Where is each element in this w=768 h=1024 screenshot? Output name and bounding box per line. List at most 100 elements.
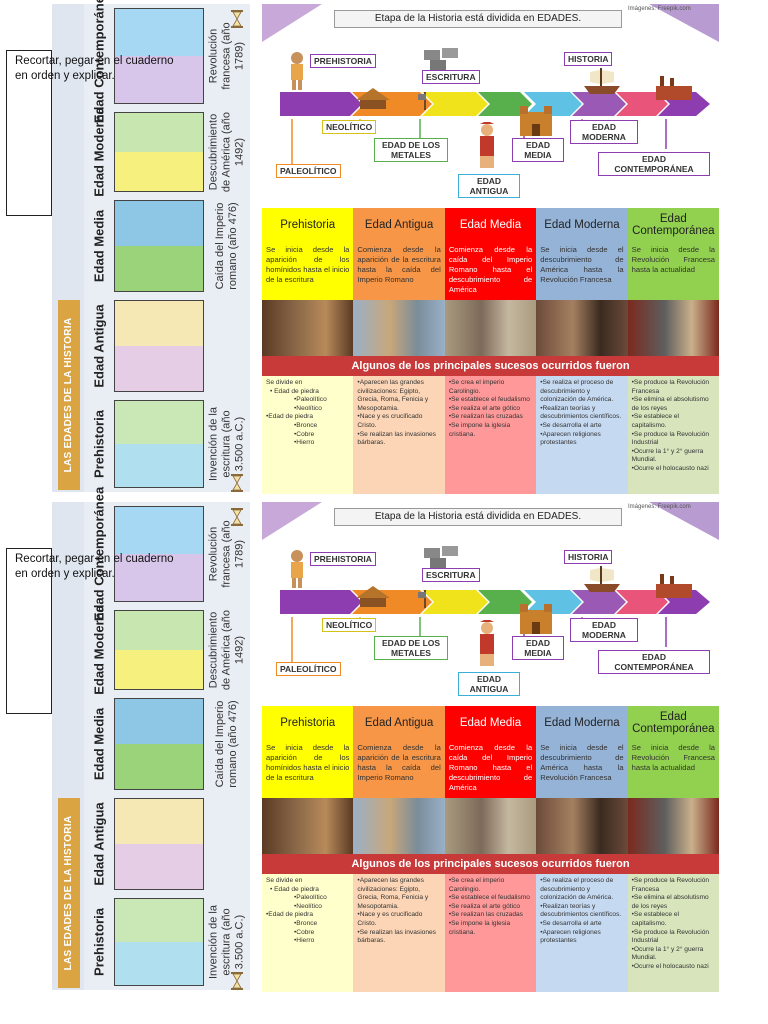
- column-header: Edad Contemporánea: [627, 706, 720, 740]
- strip-era-name: Prehistoria: [84, 894, 114, 990]
- column-facts: •Aparecen las grandes civilizaciones: Eg…: [353, 874, 445, 992]
- label-neolitico: NEOLÍTICO: [322, 618, 377, 632]
- note-box: [6, 548, 52, 714]
- panel-title: Etapa de la Historia está dividida en ED…: [334, 10, 622, 28]
- fact-item: •Se realizan las cruzadas: [448, 413, 523, 421]
- column-photo: [262, 300, 354, 356]
- castle-icon: [520, 604, 552, 634]
- column-facts: •Se produce la Revolución Francesa•Se el…: [627, 376, 720, 494]
- label-prehistoria: PREHISTORIA: [310, 54, 376, 68]
- column-header: Edad Media: [444, 706, 537, 740]
- strip-scene-illustration: [114, 506, 204, 602]
- fact-item: •Nace y es crucificado Cristo.: [357, 911, 423, 927]
- column-header: Edad Moderna: [536, 706, 628, 740]
- strip-event: Descubrimiento de América (año 1492): [204, 108, 250, 196]
- column-facts: •Se crea el imperio Carolingio.•Se estab…: [444, 874, 537, 992]
- strip-era-name: Prehistoria: [84, 396, 114, 492]
- strip-era-name: Edad Antigua: [84, 794, 114, 894]
- column-description: Se inicia desde el descubrimiento de Amé…: [536, 242, 628, 300]
- column-facts: •Se produce la Revolución Francesa•Se el…: [627, 874, 720, 992]
- fact-item: •Ocurre el holocausto nazi: [631, 962, 709, 970]
- strip-scene-illustration: [114, 400, 204, 488]
- strip-event-label: Invención de la escritura (año 3.500 a.C…: [207, 905, 246, 979]
- fact-item: •Se realizan las invasiones bárbaras.: [357, 928, 436, 945]
- fact-item: •Se crea el imperio Carolingio.: [448, 379, 505, 395]
- series-label: LAS EDADES DE LA HISTORIA: [58, 798, 80, 988]
- fact-item: •Aparecen religiones protestantes: [540, 928, 601, 945]
- column-facts: Se divide en• Edad de piedra•Paleolítico…: [262, 874, 354, 992]
- fact-item: •Aparecen religiones protestantes: [540, 430, 601, 447]
- label-media: EDAD MEDIA: [512, 636, 564, 660]
- column-photo: [627, 300, 720, 356]
- hourglass-icon: [231, 10, 243, 28]
- fact-item: • Edad de piedra: [270, 885, 319, 893]
- fact-item: •Se realiza el proceso de descubrimiento…: [540, 379, 614, 404]
- strip-row: Edad Antigua: [84, 296, 250, 396]
- strip-era-name: Edad Media: [84, 196, 114, 296]
- label-escritura: ESCRITURA: [422, 568, 480, 582]
- strip-scene-illustration: [114, 8, 204, 104]
- history-strip: LAS EDADES DE LA HISTORIA Edad Contempor…: [52, 0, 250, 492]
- fact-item: •Se establece el capitalismo.: [631, 413, 680, 429]
- ages-panel: Etapa de la Historia está dividida en ED…: [262, 502, 720, 992]
- strip-era-name: Edad Moderna: [84, 107, 114, 197]
- strip-era-label: Edad Antigua: [91, 802, 107, 886]
- strip-era-name: Edad Antigua: [84, 296, 114, 396]
- column-photo: [262, 798, 354, 854]
- fact-item: •Se realizan las invasiones bárbaras.: [357, 430, 436, 447]
- strip-event: Invención de la escritura (año 3.500 a.C…: [204, 894, 250, 990]
- column-header: Edad Antigua: [353, 208, 445, 242]
- label-antigua: EDAD ANTIGUA: [458, 672, 520, 696]
- strip-event-label: Caída del Imperio romano (año 476): [214, 700, 239, 788]
- fact-item: •Aparecen las grandes civilizaciones: Eg…: [357, 877, 429, 910]
- strip-scene-illustration: [114, 200, 204, 292]
- stone-tablets-icon: [424, 546, 458, 568]
- column-description: Comienza desde la aparición de la escrit…: [353, 242, 445, 300]
- fact-item: •Cobre: [294, 430, 315, 438]
- fact-item: •Edad de piedra: [266, 413, 314, 421]
- ship-icon: [584, 68, 620, 94]
- column-facts: •Aparecen las grandes civilizaciones: Eg…: [353, 376, 445, 494]
- strip-era-label: Prehistoria: [91, 908, 107, 976]
- column-photo: [444, 300, 537, 356]
- column-header: Edad Media: [444, 208, 537, 242]
- strip-era-label: Edad Media: [91, 209, 107, 283]
- fact-item: •Paleolítico: [294, 894, 327, 902]
- label-moderna: EDAD MODERNA: [570, 618, 638, 642]
- fact-item: •Se desarrolla el arte: [540, 421, 602, 429]
- note-text: Recortar, pegar en el cuaderno en orden …: [15, 553, 174, 580]
- events-banner: Algunos de los principales sucesos ocurr…: [262, 356, 719, 376]
- label-metales: EDAD DE LOS METALES: [374, 138, 448, 162]
- fact-item: Se divide en: [266, 379, 303, 386]
- label-contemporanea: EDAD CONTEMPORÁNEA: [598, 650, 710, 674]
- roman-soldier-icon: [480, 122, 494, 168]
- strip-era-label: Edad Moderna: [91, 605, 107, 695]
- fact-item: •Se crea el imperio Carolingio.: [448, 877, 505, 893]
- timeline-arrow: [280, 590, 710, 614]
- fact-item: •Se produce la Revolución Francesa: [631, 877, 710, 893]
- image-credit: Imágenes: Freepik.com: [628, 504, 691, 510]
- strip-era-label: Prehistoria: [91, 410, 107, 478]
- fact-item: •Bronce: [294, 421, 318, 429]
- fact-item: •Hierro: [294, 439, 315, 447]
- strip-event-label: Descubrimiento de América (año 1492): [207, 609, 246, 691]
- panel-title: Etapa de la Historia está dividida en ED…: [334, 508, 622, 526]
- fact-item: •Se produce la Revolución Industrial: [631, 430, 710, 447]
- strip-scene-illustration: [114, 798, 204, 890]
- note-text: Recortar, pegar en el cuaderno en orden …: [15, 55, 174, 82]
- decor-corner: [262, 502, 322, 540]
- history-strip: LAS EDADES DE LA HISTORIA Edad Contempor…: [52, 487, 250, 990]
- decor-corner: [262, 4, 322, 42]
- column-facts: Se divide en• Edad de piedra•Paleolítico…: [262, 376, 354, 494]
- image-credit: Imágenes: Freepik.com: [628, 6, 691, 12]
- timeline-arrow: [280, 92, 710, 116]
- ages-panel: Etapa de la Historia está dividida en ED…: [262, 4, 720, 494]
- ship-icon: [584, 566, 620, 592]
- worksheet-copy-2: Recortar, pegar en el cuaderno en orden …: [0, 487, 768, 993]
